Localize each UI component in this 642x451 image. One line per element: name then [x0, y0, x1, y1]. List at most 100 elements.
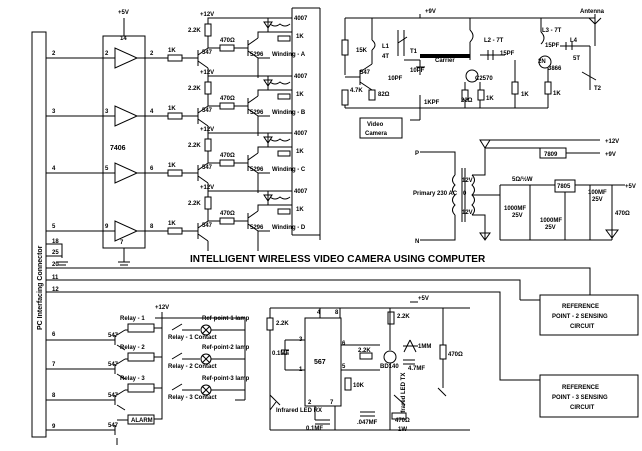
- lamp-label: Ref-point-1 lamp: [202, 316, 250, 322]
- r-led-label: 1K: [296, 207, 304, 213]
- tx-label: T1: [410, 49, 418, 55]
- r-bias-label: 2.2K: [188, 143, 201, 149]
- ic-out-pin: 2: [150, 51, 154, 57]
- relay-label: Relay - 2: [120, 345, 145, 351]
- video-camera-label: Video: [367, 122, 384, 128]
- power-primary: Primary 230 AC: [413, 191, 458, 197]
- ir-label: .047MF: [357, 420, 378, 426]
- pin-label: 3: [52, 109, 56, 115]
- ir-pin: 7: [330, 400, 334, 406]
- ref3-label: POINT - 3 SENSING: [552, 395, 608, 401]
- pin-label: 9: [52, 424, 56, 430]
- tx-label: L4: [570, 38, 578, 44]
- relay-label: Relay - 3: [120, 376, 145, 382]
- diode-label: 4007: [294, 74, 308, 80]
- transistor-c2570: [465, 69, 479, 83]
- out5: +5V: [625, 184, 636, 190]
- ir-label: 4.7MF: [408, 366, 425, 372]
- relay-transistor: 547: [108, 362, 119, 368]
- tx-label: 2N: [538, 59, 546, 65]
- tx-label: 15K: [356, 48, 368, 54]
- out9: +9V: [605, 152, 616, 158]
- ic-out-pin: 4: [150, 109, 154, 115]
- tx-label: 22Ω: [461, 98, 473, 104]
- pin-label: 18: [52, 239, 59, 245]
- relay-label: Relay - 1: [120, 316, 145, 322]
- tx-label: L1: [382, 44, 390, 50]
- ir-label: 470Ω: [448, 352, 463, 358]
- winding-label: Winding - D: [272, 225, 306, 231]
- ir-label: Infrared LED RX: [276, 408, 322, 414]
- r-base-label: 1K: [168, 48, 176, 54]
- ic-in-pin: 5: [105, 166, 109, 172]
- q2-label: 5296: [250, 167, 264, 173]
- out12: +12V: [605, 139, 619, 145]
- tx-label: 1K: [521, 92, 529, 98]
- pin-label: 25: [52, 250, 59, 256]
- connector-body: [31, 31, 47, 438]
- transistor-2n3866: [538, 55, 552, 69]
- tx-label: 1KPF: [424, 100, 440, 106]
- ic-in-pin: 2: [105, 51, 109, 57]
- r-led-label: 1K: [296, 92, 304, 98]
- lamp-label: Ref-point-3 lamp: [202, 376, 250, 382]
- ref3-label: CIRCUIT: [570, 405, 595, 411]
- ref2-label: REFERENCE: [562, 304, 599, 310]
- ir-label: 2.2K: [397, 314, 410, 320]
- ir-label: 470Ω: [395, 418, 410, 424]
- diode-label: 4007: [294, 16, 308, 22]
- pin-label: 11: [52, 275, 59, 281]
- stage-supply: +12V: [200, 70, 214, 76]
- ir-label: 1W: [398, 427, 407, 433]
- tx-label: L2 - 7T: [484, 38, 504, 44]
- ref2-box: [539, 294, 639, 336]
- ir-pin: 5: [342, 364, 346, 370]
- ir-section: +5V 567 4 8 6 5 3 1 2 7 2.2K 0.1MF Infra…: [266, 296, 470, 433]
- winding-label: Winding - C: [272, 167, 306, 173]
- relay-transistor: 547: [108, 333, 119, 339]
- q1-label: 547: [202, 108, 213, 114]
- r1-label: 5Ω/½W: [512, 176, 533, 183]
- tx-label: 4T: [382, 54, 389, 60]
- chip-567-label: 567: [314, 359, 326, 366]
- r-bias-label: 2.2K: [188, 86, 201, 92]
- ic-7406: 7406 14 7 +5V 2 3 5 9 2 4 6 8: [102, 10, 154, 266]
- tx-label: C2570: [475, 76, 493, 82]
- diagram-title: INTELLIGENT WIRELESS VIDEO CAMERA USING …: [190, 254, 486, 265]
- ir-label: Infrared LED TX: [401, 373, 407, 418]
- connector-label: PC Interfacing Connector: [37, 245, 44, 330]
- ic-7406-label: 7406: [110, 145, 126, 152]
- pin-label: 2: [52, 51, 56, 57]
- transistor-bd140: [383, 350, 397, 364]
- alarm-label: ALARM: [131, 418, 153, 424]
- ref2-label: POINT - 2 SENSING: [552, 314, 608, 320]
- ic-out-pin: 8: [150, 224, 154, 230]
- ir-label: 0.1MF: [306, 426, 323, 432]
- ic-in-pin: 9: [105, 224, 109, 230]
- reference-boxes: REFERENCE POINT - 2 SENSING CIRCUIT REFE…: [520, 280, 639, 418]
- rf-transmitter: +9V 15K 4.7K 547 82Ω L1 4T T1 10PF 10PF …: [341, 9, 605, 139]
- q2-label: 5296: [250, 225, 264, 231]
- pin-label: 6: [52, 332, 56, 338]
- stage-supply: +12V: [200, 12, 214, 18]
- tx-label: 1K: [486, 96, 494, 102]
- q2-label: 5296: [250, 110, 264, 116]
- pin-label: 12: [52, 287, 59, 293]
- video-camera-label: Camera: [365, 131, 388, 137]
- tx-label: 10PF: [388, 76, 403, 82]
- pin-label: 5: [52, 224, 56, 230]
- r-bias-label: 2.2K: [188, 201, 201, 207]
- tx-label: Carrier: [435, 58, 455, 64]
- video-camera-box: [359, 117, 403, 139]
- pin-label: 20: [52, 262, 59, 268]
- winding-label: Winding - B: [272, 110, 306, 116]
- reg2-label: 7805: [557, 184, 571, 190]
- q2-label: 5296: [250, 52, 264, 58]
- tap-top: 12V: [462, 178, 473, 184]
- c2v: 25V: [545, 225, 556, 231]
